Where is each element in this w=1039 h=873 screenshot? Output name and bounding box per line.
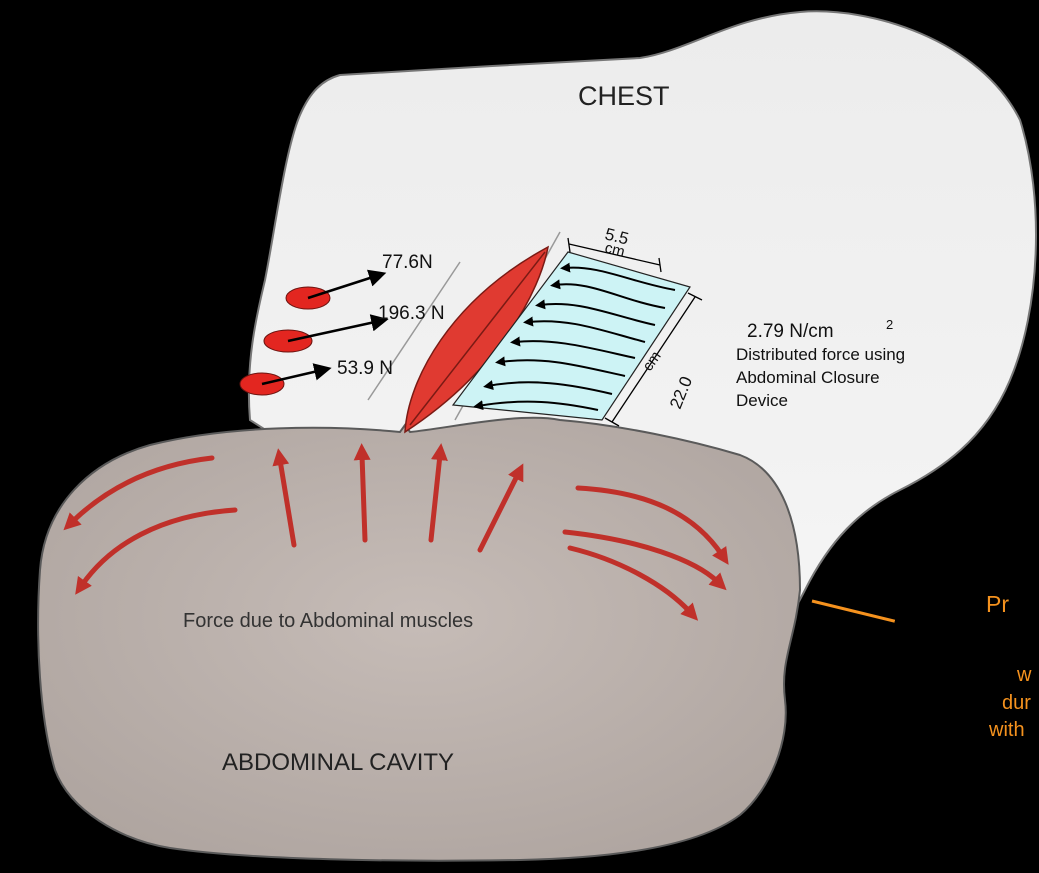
force-label-1: 77.6N — [382, 252, 433, 273]
abdominal-force-label: Force due to Abdominal muscles — [183, 610, 473, 632]
pressure-value: 2.79 N/cm — [747, 321, 834, 342]
annotation-arrow — [812, 601, 902, 623]
pressure-exponent: 2 — [886, 317, 893, 332]
side-text-line2: w — [1017, 664, 1031, 687]
device-description-line3: Device — [736, 391, 788, 410]
side-text-line1: Pr — [986, 591, 1009, 618]
abdominal-cavity-region — [38, 418, 800, 861]
device-description-line2: Abdominal Closure — [736, 368, 880, 387]
abdominal-cavity-label: ABDOMINAL CAVITY — [222, 749, 454, 776]
side-text-line3: dur — [1002, 692, 1031, 715]
force-label-3: 53.9 N — [337, 358, 393, 379]
device-description-line1: Distributed force using — [736, 345, 905, 364]
force-label-2: 196.3 N — [378, 303, 445, 324]
chest-label: CHEST — [578, 81, 670, 111]
side-text-line4: with — [989, 719, 1025, 742]
red-arrow-up-2 — [362, 455, 365, 540]
